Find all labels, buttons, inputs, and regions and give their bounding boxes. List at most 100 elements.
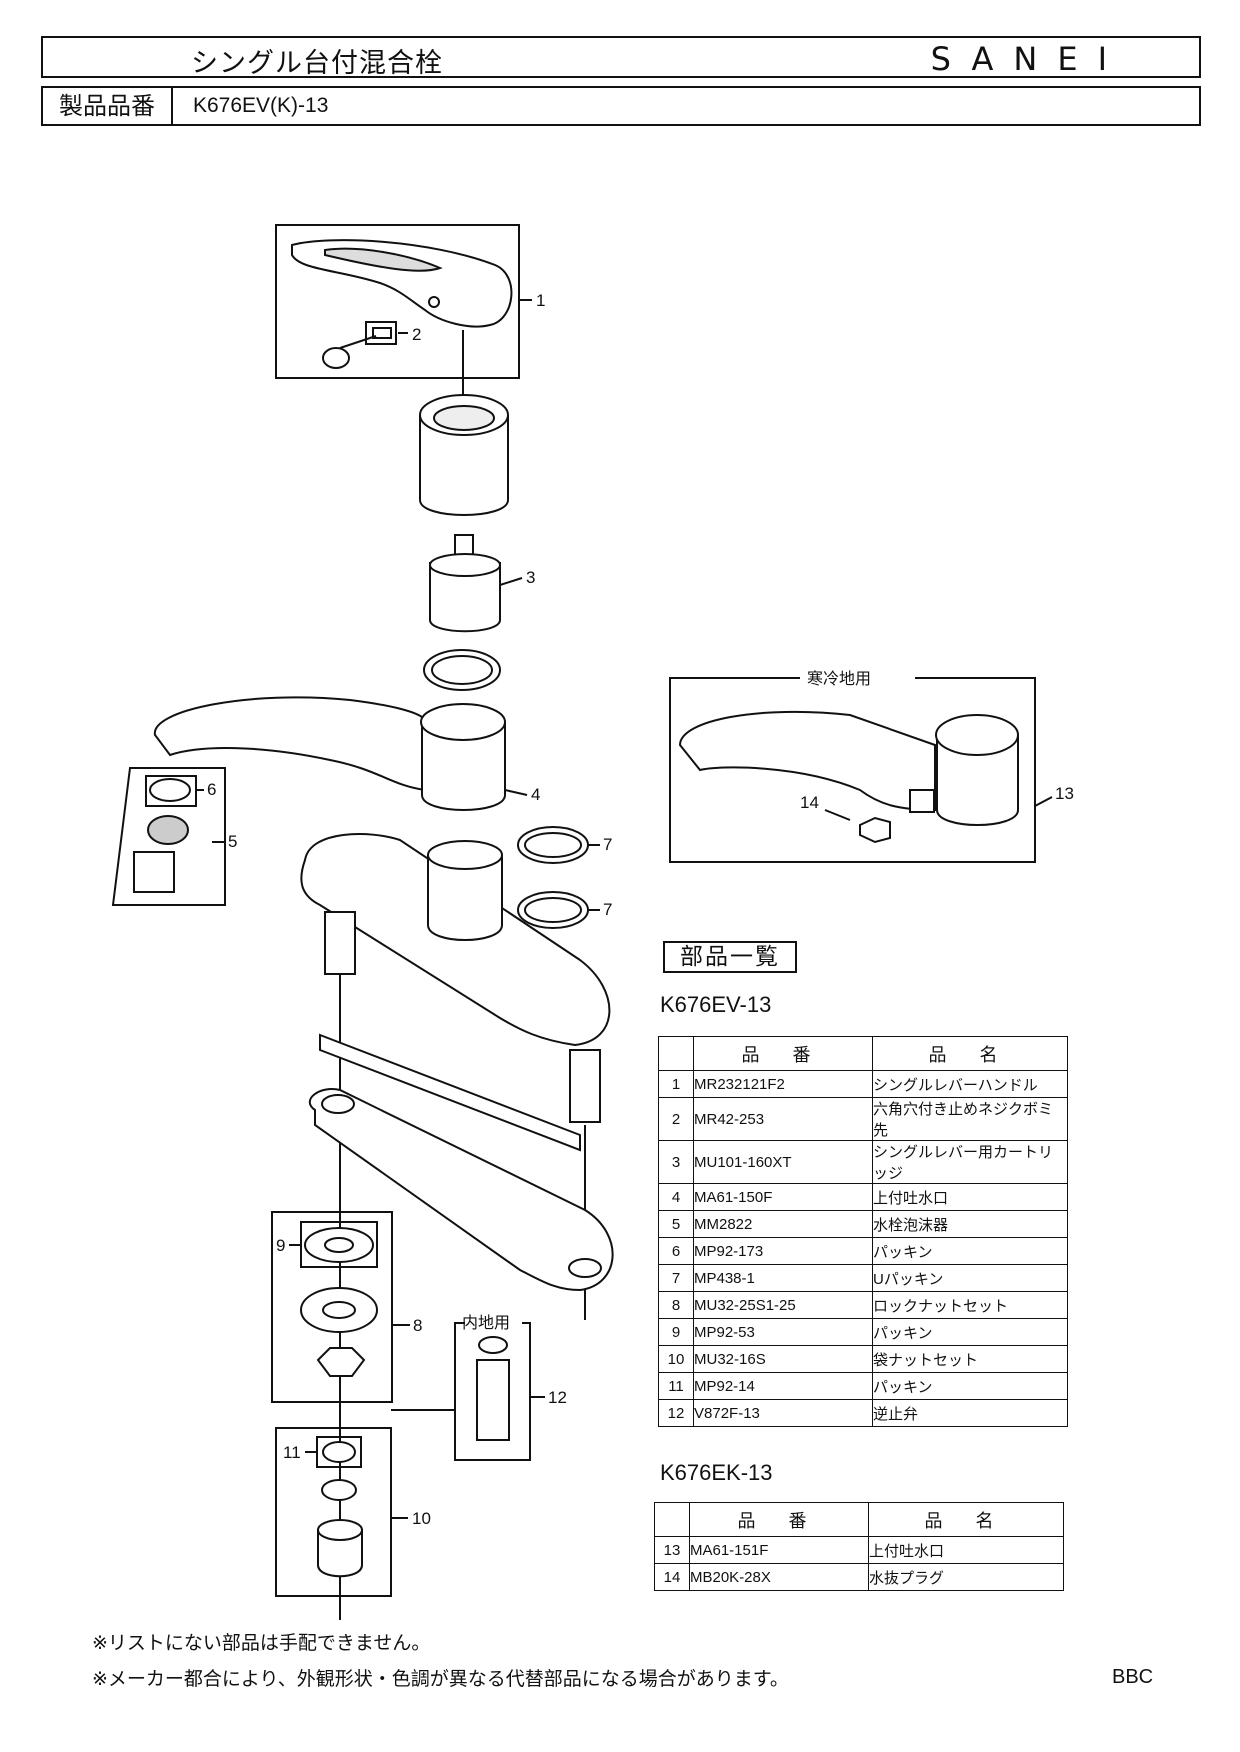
part-number-cell: 4 [658,1183,694,1211]
part-code-cell: MA61-150F [693,1183,873,1211]
part-code-cell: MU101-160XT [693,1140,873,1184]
base-plate-hole-right [568,1258,602,1278]
check-valve-box [454,1322,531,1461]
part-code-cell: MU32-25S1-25 [693,1291,873,1319]
part-number-cell: 14 [654,1563,690,1591]
part-code-cell: MR232121F2 [693,1070,873,1098]
part-name-cell: パッキン [872,1318,1068,1346]
cold-spout-collar-top [935,714,1019,756]
part-name-cell: パッキン [872,1237,1068,1265]
valve-column [427,855,503,941]
callout-5: 5 [228,832,237,851]
note-2: ※メーカー都合により、外観形状・色調が異なる代替部品になる場合があります。 [92,1668,789,1690]
lock-nut [316,1347,366,1377]
cold-spout-collar [936,735,1019,826]
callout-1: 1 [536,291,545,310]
product-title: シングル台付混合栓 [191,48,443,79]
mount-bolt-right [569,1049,601,1123]
part-name-cell: 上付吐水口 [868,1536,1064,1564]
callout-9: 9 [276,1236,285,1255]
aerator-body [133,851,175,893]
cover-cylinder [419,415,509,516]
spout-collar [421,722,506,811]
callout-8: 8 [413,1316,422,1335]
spout-collar-top [420,703,506,741]
callout-4: 4 [531,785,540,804]
part-name-cell: シングルレバーハンドル [872,1070,1068,1098]
cold-region-label: 寒冷地用 [807,669,871,688]
part-code-cell: V872F-13 [693,1399,873,1427]
cartridge-body [429,562,501,633]
valve-column-top [427,840,503,870]
callout-11: 11 [283,1443,301,1462]
title-bar: シングル台付混合栓 SANEI [41,36,1201,79]
bagnut-box [275,1427,392,1597]
u-packing-upper-inner [524,832,582,858]
model-number: K676EV(K)-13 [193,94,329,117]
handle-recess [324,247,443,272]
part-number-cell: 3 [658,1140,694,1184]
part-name-cell: 逆止弁 [872,1399,1068,1427]
model-label: 製品品番 [43,88,173,124]
part-code-cell: MR42-253 [693,1097,873,1141]
packing-11 [322,1441,356,1463]
aerator-packing [149,778,191,802]
part-name-cell: 袋ナットセット [872,1345,1068,1373]
note-1: ※リストにない部品は手配できません。 [92,1632,431,1654]
lock-washer-hole [322,1301,356,1319]
aerator-mesh [147,815,189,845]
table2-title: K676EK-13 [660,1460,773,1485]
cold-region-box [669,677,1036,863]
screw-leader [339,335,377,349]
u-packing-lower-inner [524,897,582,923]
table1-title: K676EV-13 [660,992,772,1017]
callout-2: 2 [412,325,421,344]
part-number-cell: 6 [658,1237,694,1265]
screw-box [365,321,397,345]
part-name-cell: 六角穴付き止めネジクボミ先 [872,1097,1068,1141]
part-name-cell: 水抜プラグ [868,1563,1064,1591]
locknut-box [271,1211,393,1403]
handle-box [275,224,520,379]
callout-14: 14 [800,793,819,812]
lever-handle-shape [291,239,513,328]
packing-9-hole [324,1237,354,1253]
leader-4 [504,789,528,796]
footer-code: BBC [1112,1666,1154,1688]
bag-nut-top [317,1519,363,1541]
col-no [654,1502,690,1537]
leader-3 [499,577,523,586]
part-code-cell: MP438-1 [693,1264,873,1292]
part-name-cell: ロックナットセット [872,1291,1068,1319]
callout-12: 12 [548,1388,567,1407]
col-name: 品 名 [872,1036,1068,1071]
deck-gasket [319,1033,581,1152]
part-number-cell: 13 [654,1536,690,1564]
leader-14 [824,809,851,821]
leader-13 [1034,796,1053,807]
col-code: 品 番 [689,1502,869,1537]
screw-cap [322,347,350,369]
ring-gasket-inner [431,655,493,685]
part-name-cell: 水栓泡沫器 [872,1210,1068,1238]
mount-bolt-left [324,911,356,975]
aerator-box [111,767,226,906]
part-number-cell: 7 [658,1264,694,1292]
callout-6: 6 [207,780,216,799]
check-valve-body [476,1359,510,1441]
callout-3: 3 [526,568,535,587]
part-name-cell: Uパッキン [872,1264,1068,1292]
